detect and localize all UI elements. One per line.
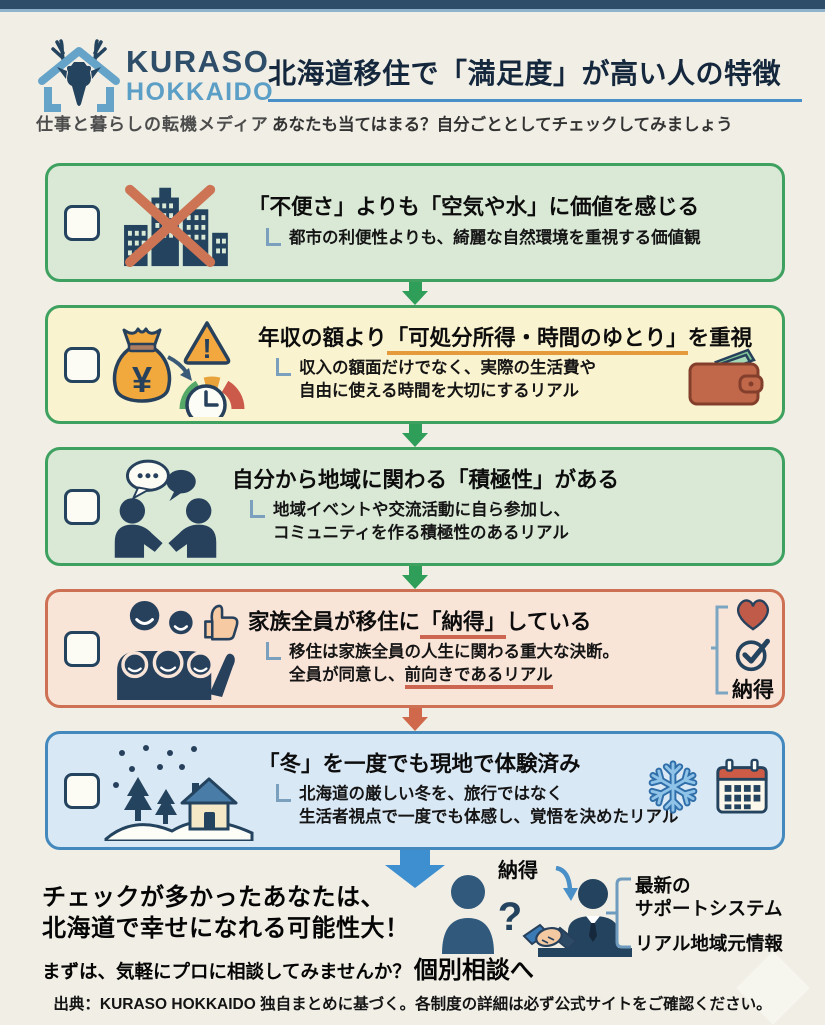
snowflake-icon	[644, 758, 702, 816]
handshake-chat-icon	[100, 456, 232, 558]
page-subtitle: あなたも当てはまる？自分ごととしてチェックしてみましょう	[272, 116, 733, 134]
warning-mark: !	[202, 333, 211, 364]
item-title: 「冬」を一度でも現地で体験済み	[258, 751, 581, 776]
branch-connector-icon	[276, 784, 291, 803]
checklist: 「不便さ」よりも「空気や水」に価値を感じる 都市の利便性よりも、綺麗な自然環境を…	[45, 163, 785, 888]
checklist-item-community: 自分から地域に関わる「積極性」がある 地域イベントや交流活動に自ら参加し、 コミ…	[45, 447, 785, 566]
branch-connector-icon	[266, 642, 281, 661]
check-circle-icon	[735, 638, 770, 671]
item-title: 年収の額より「可処分所得・時間のゆとり」を重視	[258, 325, 770, 355]
result-message: チェックが多かったあなたは、 北海道で幸せになれる可能性大！ まずは、気軽にプロ…	[42, 884, 534, 985]
item-title: 「不便さ」よりも「空気や水」に価値を感じる	[248, 195, 700, 220]
branch-connector-icon	[266, 227, 281, 246]
bracket-icon	[711, 605, 728, 694]
family-thumbsup-icon	[100, 598, 248, 700]
down-arrow-green	[45, 566, 785, 589]
winter-house-icon	[100, 741, 258, 841]
item-description: 都市の利便性よりも、綺麗な自然環境を重視する価値観	[248, 227, 770, 250]
title-underline	[268, 99, 802, 102]
branch-connector-icon	[250, 500, 265, 519]
brand-line1: KURASO	[126, 44, 270, 79]
page-header: 北海道移住で「満足度」が高い人の特徴 あなたも当てはまる？自分ごととしてチェック…	[268, 52, 816, 135]
down-arrow-green	[45, 282, 785, 305]
item-description: 収入の額面だけでなく、実際の生活費や 自由に使える時間を大切にするリアル	[258, 357, 770, 403]
item-title: 自分から地域に関わる「積極性」がある	[232, 467, 620, 492]
checkbox-nature[interactable]	[64, 204, 100, 241]
question-mark: ?	[498, 895, 522, 939]
checklist-item-winter: 「冬」を一度でも現地で体験済み 北海道の厳しい冬を、旅行ではなく 生活者視点で一…	[45, 731, 785, 850]
item-description: 北海道の厳しい冬を、旅行ではなく 生活者視点で一度でも体感し、覚悟を決めたリアル	[258, 783, 770, 829]
consultation-cta[interactable]: 個別相談へ	[413, 957, 534, 985]
source-note: 出典：KURASO HOKKAIDO 独自まとめに基づく。各制度の詳細は必ず公式…	[53, 996, 772, 1013]
item-description: 移住は家族全員の人生に関わる重大な決断。 全員が同意し、前向きであるリアル	[248, 641, 675, 690]
consultation-illustration: 納得 ?	[438, 856, 636, 970]
benefit-local-info: リアル地域元情報	[635, 933, 783, 955]
down-arrow-orange	[45, 708, 785, 731]
branch-connector-icon	[276, 358, 291, 377]
wallet-icon	[686, 344, 766, 413]
brand-name: KURASO HOKKAIDO	[126, 44, 275, 106]
checkbox-income[interactable]	[64, 346, 100, 383]
top-accent-line	[0, 9, 825, 12]
checklist-item-nature: 「不便さ」よりも「空気や水」に価値を感じる 都市の利便性よりも、綺麗な自然環境を…	[45, 163, 785, 282]
benefits-bracket-icon	[606, 877, 631, 949]
city-crossed-icon	[100, 176, 248, 270]
yen-symbol: ¥	[132, 359, 152, 400]
calendar-icon	[716, 758, 768, 814]
checkbox-winter[interactable]	[64, 772, 100, 809]
down-arrow-blue-large	[45, 850, 785, 888]
top-accent-bar	[0, 0, 825, 9]
money-bag-gauge-icon: ¥ !	[100, 313, 258, 417]
checkbox-family[interactable]	[64, 630, 100, 667]
benefits-list: 最新の サポートシステム リアル地域元情報	[606, 874, 783, 955]
down-arrow-green	[45, 424, 785, 447]
brand-line2: HOKKAIDO	[126, 77, 275, 106]
brand-tagline: 仕事と暮らしの転機メディア	[36, 115, 269, 134]
agreement-label: 納得	[732, 678, 774, 702]
checklist-item-family: 家族全員が移住に「納得」している 移住は家族全員の人生に関わる重大な決断。 全員…	[45, 589, 785, 708]
agreement-label: 納得	[498, 860, 538, 882]
consultation-handshake-icon: ?	[442, 866, 632, 957]
kuraso-hokkaido-logo-icon	[34, 38, 124, 117]
agreement-annotation: 納得	[710, 598, 774, 702]
checklist-item-income: ¥ ! 年収の額より「可処分所得・時間のゆとり」を重視 収入の額面だけでなく、実…	[45, 305, 785, 424]
page-title: 北海道移住で「満足度」が高い人の特徴	[268, 58, 782, 89]
heart-icon	[737, 598, 769, 631]
item-title: 家族全員が移住に「納得」している	[248, 609, 675, 639]
benefit-support: 最新の サポートシステム	[635, 875, 783, 920]
checkbox-community[interactable]	[64, 488, 100, 525]
item-description: 地域イベントや交流活動に自ら参加し、 コミュニティを作る積極性のあるリアル	[232, 499, 770, 545]
